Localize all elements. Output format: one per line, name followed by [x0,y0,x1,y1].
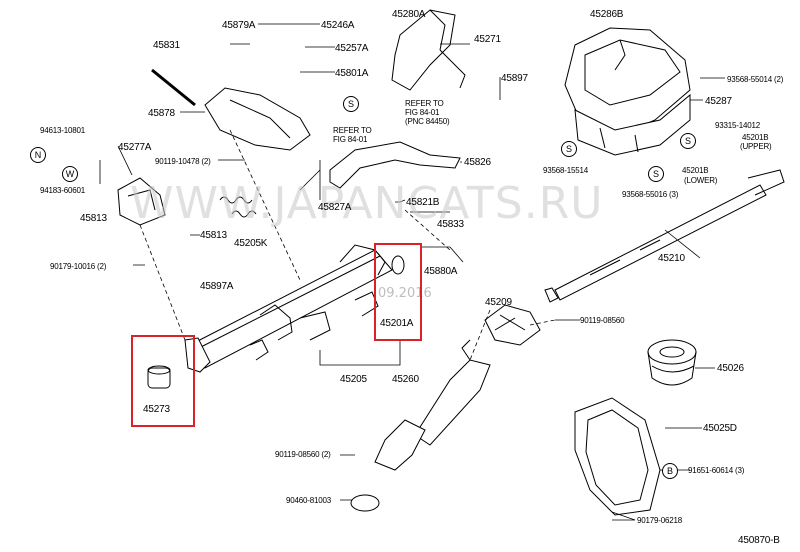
label-45205[interactable]: 45205 [340,374,367,385]
label-93568-15514[interactable]: 93568-15514 [543,166,588,175]
symbol-s-icon: S [343,96,359,112]
label-45210[interactable]: 45210 [658,253,685,264]
steering-column-tube [184,244,393,373]
label-45209[interactable]: 45209 [485,297,512,308]
label-45277a[interactable]: 45277A [118,142,152,153]
dust-boot [647,339,697,386]
label-45831[interactable]: 45831 [153,40,180,51]
label-94613-10801[interactable]: 94613-10801 [40,126,85,135]
label-45257a[interactable]: 45257A [335,43,369,54]
label-93568-55016[interactable]: 93568-55016 (3) [622,190,679,199]
highlight-box-45201a [374,243,422,341]
refer-fig-label-2: FIG 84-01 [333,135,368,144]
refer-pnc-label: (PNC 84450) [405,117,450,126]
bushing [147,365,171,389]
label-45880a[interactable]: 45880A [424,266,458,277]
label-45287[interactable]: 45287 [705,96,732,107]
label-45801a[interactable]: 45801A [335,68,369,79]
watermark-date: 09.2016 [378,286,432,301]
label-90179-10016[interactable]: 90179-10016 (2) [50,262,107,271]
label-45201a[interactable]: 45201A [380,318,414,329]
main-shaft [544,169,785,303]
tilt-bracket [204,87,311,151]
label-45821b[interactable]: 45821B [406,197,440,208]
label-45897[interactable]: 45897 [501,73,528,84]
lower-shroud [574,93,691,156]
label-45827a[interactable]: 45827A [318,202,352,213]
label-45260[interactable]: 45260 [392,374,419,385]
lock-housing [391,9,466,91]
highlight-box-45273 [131,335,195,427]
bushing-upper [391,255,405,275]
intermediate-shaft [374,339,491,471]
label-93568-55014[interactable]: 93568-55014 (2) [727,75,784,84]
symbol-w-icon: W [62,166,78,182]
label-45205k[interactable]: 45205K [234,238,268,249]
spring-2 [231,210,257,218]
symbol-b-icon: B [662,463,678,479]
refer-to-label-2: REFER TO [333,126,372,135]
bracket [329,141,461,189]
watermark-text: WWW.JAPANCATS.RU [130,178,604,229]
diagram-id: 450870-B [738,535,780,546]
label-90460-81003[interactable]: 90460-81003 [286,496,331,505]
label-45026[interactable]: 45026 [717,363,744,374]
universal-joint [484,304,541,346]
label-90179-06218[interactable]: 90179-06218 [637,516,682,525]
upper-shroud [564,27,691,136]
label-45878[interactable]: 45878 [148,108,175,119]
label-45826[interactable]: 45826 [464,157,491,168]
refer-to-label: REFER TO [405,99,444,108]
label-45201b-upper[interactable]: 45201B [742,133,769,142]
hose-clamp [350,494,380,512]
label-45280a[interactable]: 45280A [392,9,426,20]
label-45201b-lower[interactable]: 45201B [682,166,709,175]
dashed-guides [139,129,556,361]
label-45813-b[interactable]: 45813 [200,230,227,241]
label-45286b[interactable]: 45286B [590,9,624,20]
label-lower: (LOWER) [684,176,718,185]
label-45879a[interactable]: 45879A [222,20,256,31]
label-90119-08560[interactable]: 90119-08560 [580,316,625,325]
label-93315-14012[interactable]: 93315-14012 [715,121,760,130]
spring [219,196,253,204]
label-45025d[interactable]: 45025D [703,423,737,434]
symbol-s-icon-3: S [561,141,577,157]
label-45833[interactable]: 45833 [437,219,464,230]
label-45273[interactable]: 45273 [143,404,170,415]
symbol-s-icon-4: S [648,166,664,182]
refer-fig-label: FIG 84-01 [405,108,440,117]
symbol-s-icon-2: S [680,133,696,149]
label-90119-08560-2[interactable]: 90119-08560 (2) [275,450,331,459]
label-45246a[interactable]: 45246A [321,20,355,31]
label-45897a[interactable]: 45897A [200,281,234,292]
label-45813-a[interactable]: 45813 [80,213,107,224]
leader-lines [99,23,725,521]
boot-plate [574,397,661,516]
label-upper: (UPPER) [740,142,772,151]
label-94183-60601[interactable]: 94183-60601 [40,186,85,195]
label-90119-10478[interactable]: 90119-10478 (2) [155,157,211,166]
tilt-lever [117,177,166,226]
label-45271[interactable]: 45271 [474,34,501,45]
bolt [151,68,196,107]
symbol-n-icon: N [30,147,46,163]
label-91651-60614[interactable]: 91651-60614 (3) [688,466,745,475]
